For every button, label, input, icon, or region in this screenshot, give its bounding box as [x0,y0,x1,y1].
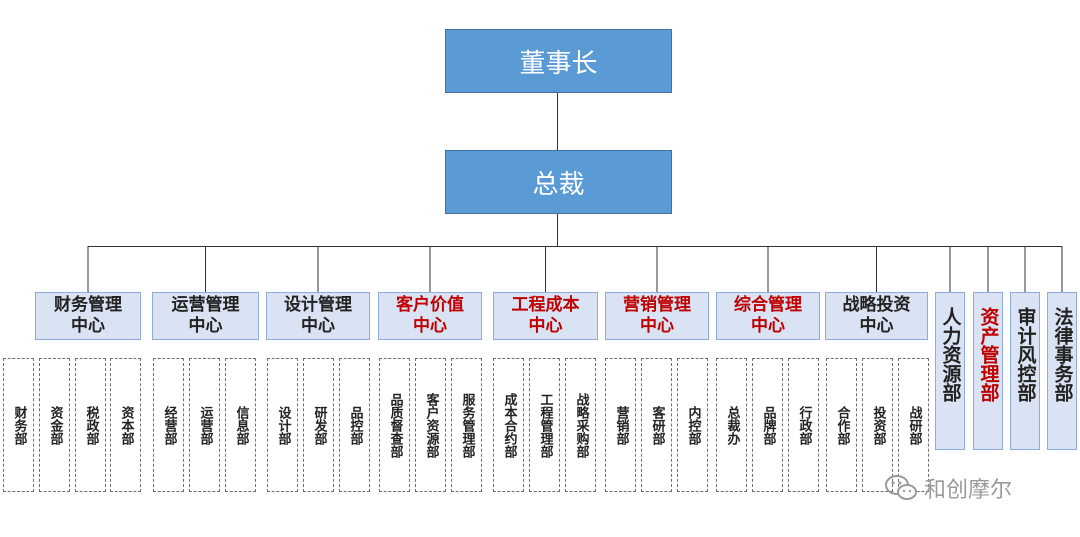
standalone-dept-label: 资产管理部 [977,307,1000,402]
dept-box: 税政部 [75,358,106,492]
dept-box: 信息部 [225,358,256,492]
standalone-dept-label: 人力资源部 [939,307,962,402]
center-label: 财务管理中心 [54,295,122,336]
center-box-3: 设计管理中心 [266,292,370,340]
center-label: 设计管理中心 [284,295,352,336]
dept-label: 设计部 [275,405,291,445]
dept-label: 信息部 [233,405,249,445]
dept-label: 服务管理部 [459,392,475,458]
dept-box: 总裁办 [716,358,747,492]
dept-box: 战研部 [898,358,929,492]
center-box-4: 客户价值中心 [378,292,482,340]
center-box-8: 战略投资中心 [825,292,928,340]
standalone-dept-box-2: 资产管理部 [973,292,1003,450]
center-label: 运营管理中心 [171,295,240,336]
center-label: 工程成本中心 [511,295,580,336]
center-label: 客户价值中心 [396,295,464,336]
dept-box: 品控部 [339,358,370,492]
dept-label: 品牌部 [760,405,776,445]
dept-box: 客户资源部 [415,358,446,492]
dept-label: 工程管理部 [537,392,553,458]
center-label: 营销管理中心 [623,295,691,336]
dept-box: 内控部 [677,358,708,492]
dept-label: 经营部 [161,405,177,445]
dept-label: 财务部 [11,405,27,445]
center-box-7: 综合管理中心 [716,292,820,340]
dept-box: 资本部 [110,358,141,492]
dept-box: 财务部 [3,358,34,492]
chairman-box: 董事长 [445,29,672,93]
watermark-text: 和创摩尔 [924,478,1013,503]
dept-box: 成本合约部 [493,358,524,492]
dept-label: 合作部 [834,405,850,445]
dept-box: 品质督查部 [379,358,410,492]
dept-box: 战略采购部 [565,358,596,492]
dept-label: 战研部 [906,405,922,445]
chairman-label: 董事长 [519,48,598,79]
dept-label: 税政部 [83,405,99,445]
wechat-icon [885,475,917,500]
standalone-dept-label: 法律事务部 [1051,307,1074,402]
dept-label: 行政部 [796,405,812,445]
center-label: 战略投资中心 [842,295,911,336]
president-box: 总裁 [445,150,672,214]
dept-box: 品牌部 [752,358,783,492]
watermark: 和创摩尔 [884,472,1012,504]
dept-label: 总裁办 [724,405,740,445]
president-label: 总裁 [532,169,585,200]
dept-label: 资金部 [47,405,63,445]
dept-box: 工程管理部 [529,358,560,492]
dept-label: 客户资源部 [423,392,439,458]
center-box-5: 工程成本中心 [493,292,598,340]
dept-box: 经营部 [153,358,184,492]
dept-label: 成本合约部 [501,392,517,458]
dept-box: 营销部 [605,358,636,492]
dept-label: 战略采购部 [573,392,589,458]
dept-box: 服务管理部 [451,358,482,492]
dept-box: 运营部 [189,358,220,492]
dept-label: 品控部 [347,405,363,445]
center-box-1: 财务管理中心 [35,292,141,340]
dept-box: 合作部 [826,358,857,492]
standalone-dept-label: 审计风控部 [1014,307,1037,402]
dept-label: 营销部 [613,405,629,445]
center-box-2: 运营管理中心 [152,292,259,340]
dept-label: 内控部 [685,405,701,445]
standalone-dept-box-4: 法律事务部 [1047,292,1077,450]
center-box-6: 营销管理中心 [605,292,709,340]
standalone-dept-box-3: 审计风控部 [1010,292,1040,450]
dept-box: 资金部 [39,358,70,492]
standalone-dept-box-1: 人力资源部 [935,292,965,450]
dept-box: 设计部 [267,358,298,492]
dept-label: 研发部 [311,405,327,445]
center-label: 综合管理中心 [734,295,802,336]
dept-box: 投资部 [862,358,893,492]
dept-label: 客研部 [649,405,665,445]
dept-label: 品质督查部 [387,392,403,458]
dept-label: 投资部 [870,405,886,445]
dept-label: 运营部 [197,405,213,445]
dept-box: 研发部 [303,358,334,492]
dept-box: 行政部 [788,358,819,492]
dept-label: 资本部 [118,405,134,445]
dept-box: 客研部 [641,358,672,492]
